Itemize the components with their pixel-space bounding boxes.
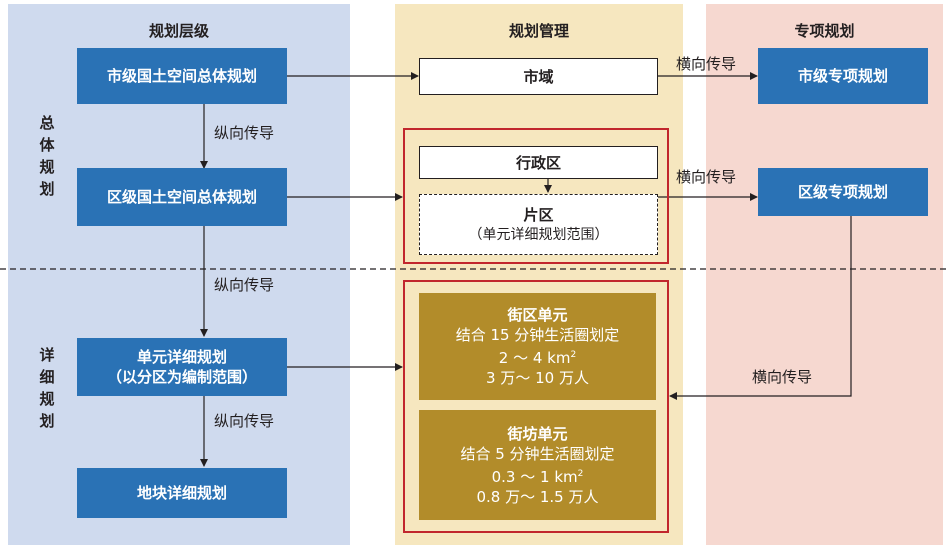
horizontal-transmission-label-3: 横向传导 bbox=[752, 368, 813, 386]
vertical-transmission-label-3: 纵向传导 bbox=[214, 412, 275, 430]
zone-subtitle: （单元详细规划范围） bbox=[468, 226, 609, 243]
horizontal-transmission-label-1: 横向传导 bbox=[676, 55, 737, 73]
neighborhood-unit-line1: 结合 5 分钟生活圈划定 bbox=[460, 444, 615, 463]
plot-detail-plan-label: 地块详细规划 bbox=[136, 484, 227, 502]
neighborhood-unit-area-value: 0.3 ～ 1 km bbox=[491, 467, 578, 486]
district-master-plan-box: 区级国土空间总体规划 bbox=[77, 168, 287, 226]
vertical-transmission-label-2: 纵向传导 bbox=[214, 276, 275, 294]
zone-box: 片区 （单元详细规划范围） bbox=[419, 194, 658, 255]
block-unit-area-value: 2 ～ 4 km bbox=[498, 349, 571, 367]
city-special-plan-label: 市级专项规划 bbox=[797, 67, 888, 85]
neighborhood-unit-box: 街坊单元 结合 5 分钟生活圈划定 0.3 ～ 1 km2 0.8 万～ 1.5… bbox=[419, 410, 656, 520]
block-unit-title: 街区单元 bbox=[507, 306, 568, 324]
city-master-plan-box: 市级国土空间总体规划 bbox=[77, 48, 287, 104]
city-area-label: 市域 bbox=[523, 68, 554, 86]
district-zone-frame bbox=[403, 128, 669, 264]
block-unit-area: 2 ～ 4 km2 bbox=[499, 345, 576, 368]
plot-detail-plan-box: 地块详细规划 bbox=[77, 468, 287, 518]
planning-level-header: 规划层级 bbox=[148, 22, 209, 40]
arrow-districtspecial-to-units bbox=[669, 216, 852, 400]
special-planning-header: 专项规划 bbox=[794, 22, 855, 40]
district-special-plan-label: 区级专项规划 bbox=[797, 183, 888, 201]
unit-detail-plan-title: 单元详细规划 bbox=[136, 348, 227, 366]
block-unit-line1: 结合 15 分钟生活圈划定 bbox=[455, 326, 620, 344]
city-special-plan-box: 市级专项规划 bbox=[758, 48, 928, 104]
unit-detail-plan-subtitle: （以分区为编制范围） bbox=[106, 368, 257, 386]
neighborhood-unit-area: 0.3 ～ 1 km2 bbox=[492, 464, 584, 487]
city-master-plan-label: 市级国土空间总体规划 bbox=[106, 67, 257, 85]
overall-planning-label: 总体规划 bbox=[39, 114, 55, 198]
vertical-transmission-label-1: 纵向传导 bbox=[214, 124, 275, 142]
city-area-box: 市域 bbox=[419, 58, 658, 95]
admin-district-label: 行政区 bbox=[515, 154, 561, 172]
unit-detail-plan-box: 单元详细规划 （以分区为编制范围） bbox=[77, 338, 287, 396]
neighborhood-unit-population: 0.8 万～ 1.5 万人 bbox=[476, 487, 599, 506]
horizontal-transmission-label-2: 横向传导 bbox=[676, 168, 737, 186]
district-special-plan-box: 区级专项规划 bbox=[758, 168, 928, 216]
units-frame bbox=[403, 280, 669, 533]
neighborhood-unit-title: 街坊单元 bbox=[507, 424, 568, 443]
detailed-planning-label: 详细规划 bbox=[39, 346, 55, 430]
neighborhood-unit-area-sup: 2 bbox=[577, 468, 584, 479]
zone-title: 片区 bbox=[523, 205, 554, 224]
block-unit-population: 3 万～ 10 万人 bbox=[486, 369, 589, 387]
admin-district-box: 行政区 bbox=[419, 146, 658, 179]
planning-management-header: 规划管理 bbox=[508, 22, 569, 40]
block-unit-area-sup: 2 bbox=[570, 350, 577, 360]
district-master-plan-label: 区级国土空间总体规划 bbox=[106, 188, 257, 206]
block-unit-box: 街区单元 结合 15 分钟生活圈划定 2 ～ 4 km2 3 万～ 10 万人 bbox=[419, 293, 656, 400]
